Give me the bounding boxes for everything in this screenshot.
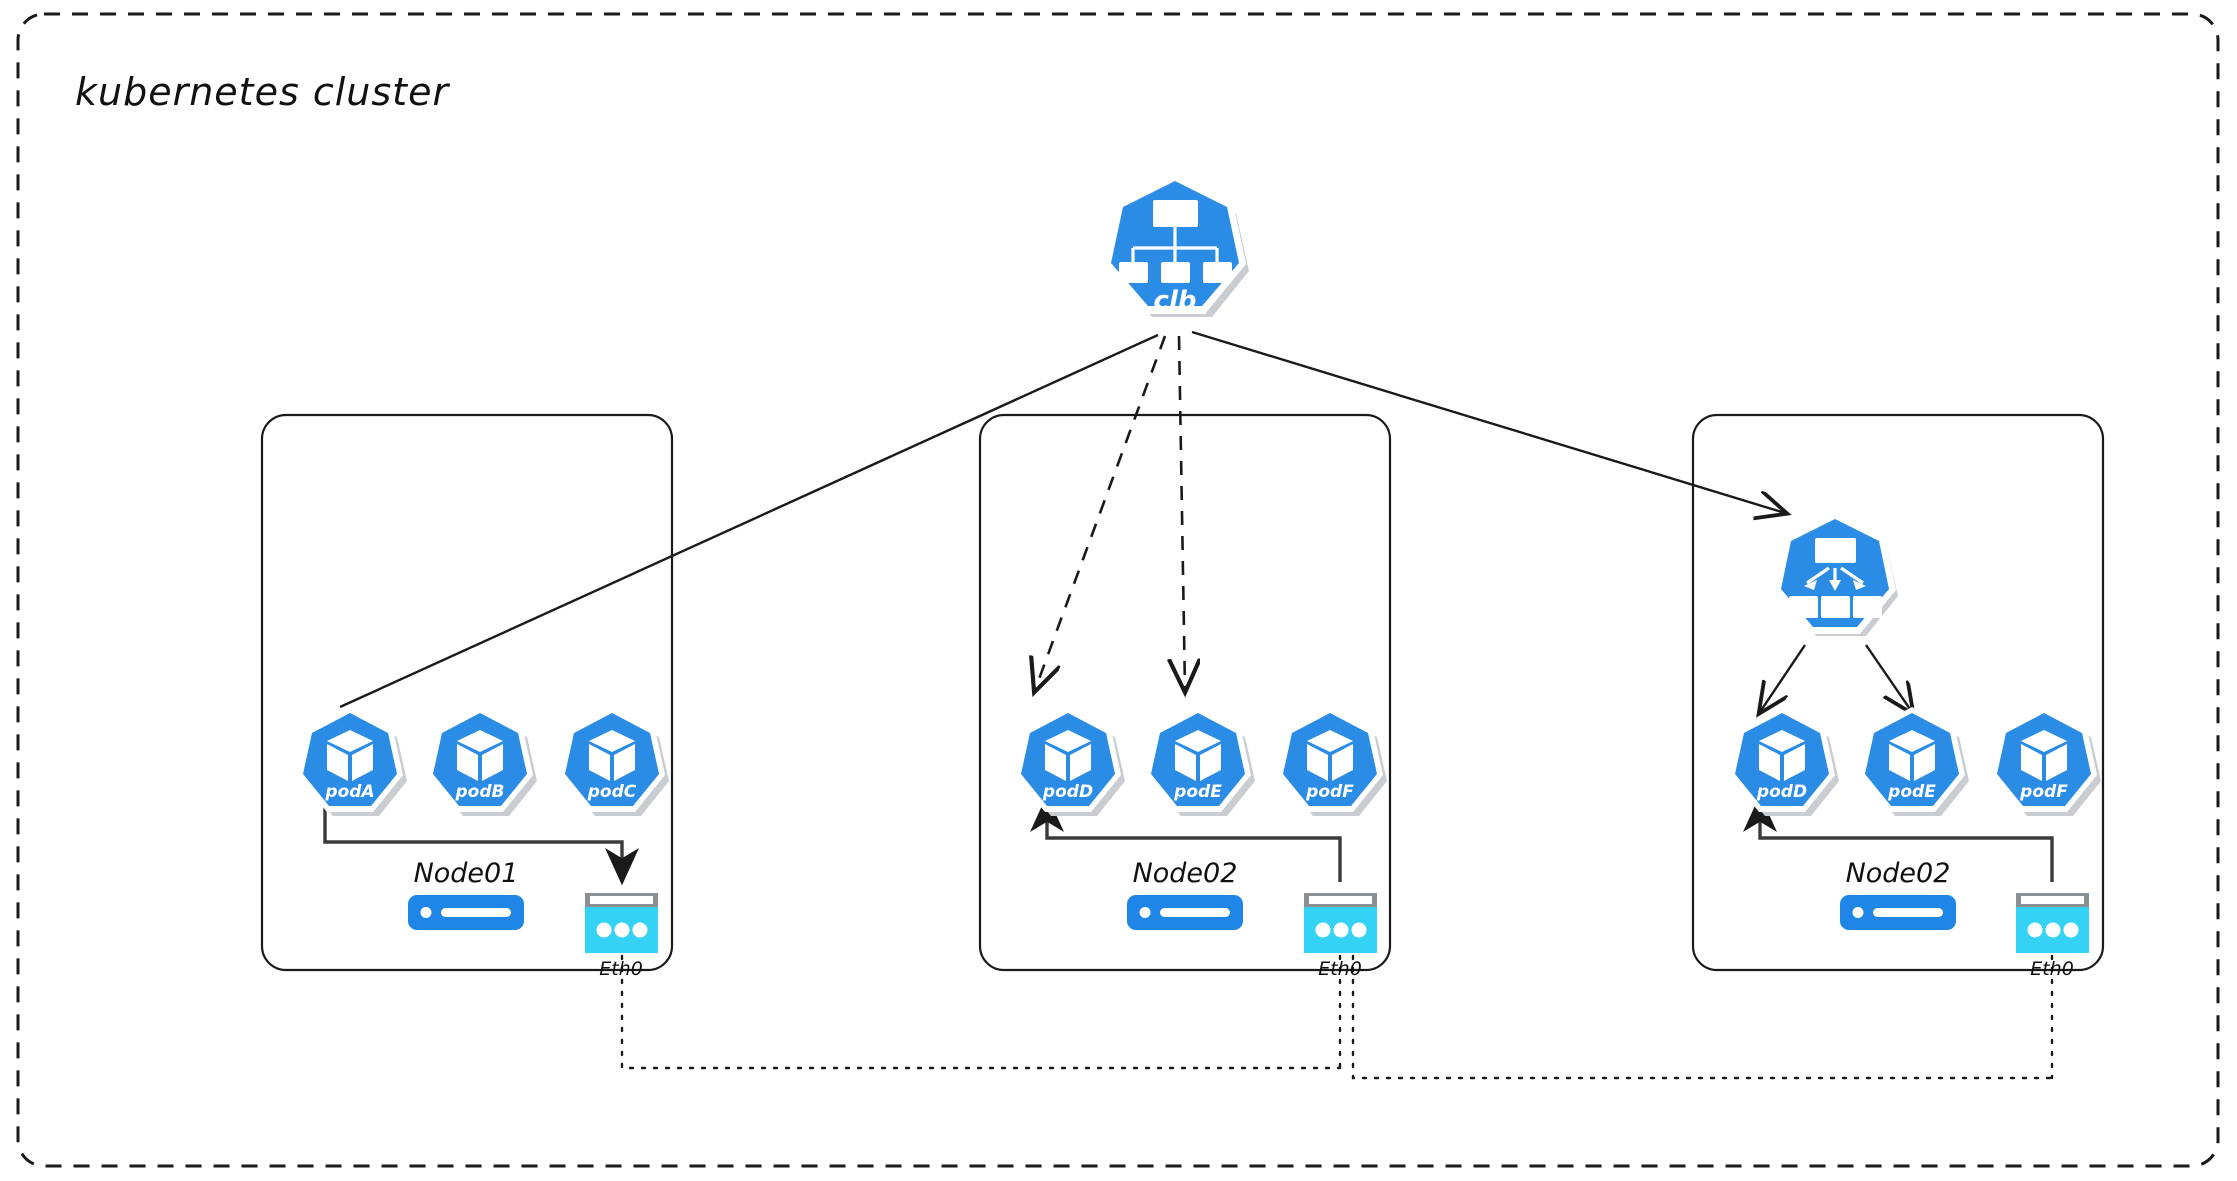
- cluster-title: kubernetes cluster: [75, 70, 450, 114]
- pod-label: podA: [324, 782, 374, 802]
- pod-label: podE: [1887, 782, 1936, 802]
- eth-label: Eth0: [599, 958, 643, 980]
- node-label: Node01: [414, 858, 519, 889]
- node3-server-icon[interactable]: [1840, 895, 1956, 930]
- node-container-1[interactable]: [260, 413, 674, 972]
- pod-node1-podA[interactable]: podA: [297, 707, 407, 816]
- node3-eth0[interactable]: Eth0: [2016, 893, 2089, 980]
- network-card-icon: [1304, 893, 1377, 953]
- connector-node3-service-to-podE: [1865, 644, 1912, 712]
- pod-label: podC: [587, 782, 637, 802]
- connector-node1-eth0-to-bus: [620, 954, 1342, 1070]
- node-label: Node02: [1133, 858, 1238, 889]
- pod-node3-podE[interactable]: podE: [1859, 707, 1969, 816]
- pod-label: podD: [1042, 782, 1093, 802]
- clb-loadbalancer[interactable]: clb: [1102, 172, 1251, 319]
- server-icon: [1127, 895, 1243, 930]
- cluster-boundary: [16, 12, 2220, 1168]
- node2-eth0[interactable]: Eth0: [1304, 893, 1377, 980]
- node-2: podD podE podF Node02 Eth0: [1015, 707, 1387, 980]
- connector-node1-podA-to-eth0: [323, 800, 639, 886]
- connector-clb-to-node2-podD: [1035, 335, 1167, 690]
- network-card-icon: [2016, 893, 2089, 953]
- pod-label: podF: [1305, 782, 1354, 802]
- clb-label: clb: [1154, 286, 1197, 316]
- connector-node2-eth0-to-podD: [1030, 794, 1342, 882]
- pod-node2-podE[interactable]: podE: [1145, 707, 1255, 816]
- connector-clb-to-node2-podE: [1179, 335, 1185, 690]
- pod-node1-podC[interactable]: podC: [559, 707, 669, 816]
- connector-clb-to-node3-service: [1191, 330, 1785, 513]
- server-icon: [408, 895, 524, 930]
- connector-node3-eth0-to-podD: [1743, 794, 2054, 882]
- node2-server-icon[interactable]: [1127, 895, 1243, 930]
- node-label: Node02: [1846, 858, 1951, 889]
- connector-clb-to-node1-podA: [339, 333, 1159, 709]
- pod-node3-podD[interactable]: podD: [1729, 707, 1839, 816]
- eth-label: Eth0: [1318, 958, 1362, 980]
- pod-node2-podF[interactable]: podF: [1277, 707, 1387, 816]
- pod-label: podD: [1756, 782, 1807, 802]
- network-card-icon: [585, 893, 658, 953]
- pod-node1-podB[interactable]: podB: [427, 707, 537, 816]
- node-3: podD podE podF Node02 Eth0: [1729, 707, 2101, 980]
- node-1: podA podB podC Node01 Eth0: [297, 707, 669, 980]
- pod-label: podE: [1173, 782, 1222, 802]
- connector-node3-service-to-podD: [1760, 644, 1806, 712]
- pod-node3-podF[interactable]: podF: [1991, 707, 2101, 816]
- pod-label: podF: [2019, 782, 2068, 802]
- node1-eth0[interactable]: Eth0: [585, 893, 658, 980]
- server-icon: [1840, 895, 1956, 930]
- pod-node2-podD[interactable]: podD: [1015, 707, 1125, 816]
- pod-label: podB: [455, 782, 505, 802]
- node1-server-icon[interactable]: [408, 895, 524, 930]
- eth-label: Eth0: [2030, 958, 2074, 980]
- connector-node2-eth0-to-bus-right: [1351, 954, 2054, 1080]
